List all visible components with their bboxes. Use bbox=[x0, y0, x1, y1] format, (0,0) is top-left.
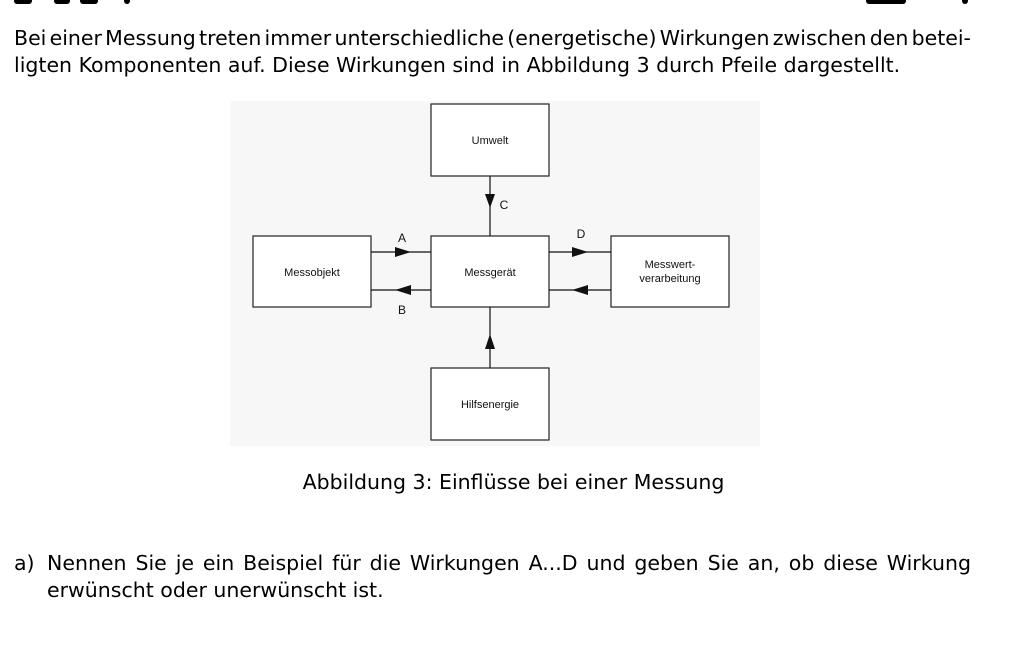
arrow-d bbox=[549, 247, 611, 257]
word: Diese bbox=[272, 53, 330, 77]
word: Pfeile bbox=[720, 53, 778, 77]
box-messobjekt: Messobjekt bbox=[252, 235, 372, 308]
intro-line-1: Bei einer Messung treten immer unterschi… bbox=[14, 25, 971, 52]
task-line-2: erwünscht oder unerwünscht ist. bbox=[47, 578, 384, 602]
word: den bbox=[869, 26, 909, 50]
box-messobjekt-label: Messobjekt bbox=[284, 267, 340, 279]
intro-paragraph: Bei einer Messung treten immer unterschi… bbox=[14, 25, 971, 79]
word: Messung bbox=[105, 26, 196, 50]
box-hilfsenergie: Hilfsenergie bbox=[430, 367, 550, 441]
word: ein bbox=[202, 551, 235, 575]
task-line-1: Nennen Sie je ein Beispiel für die Wirku… bbox=[47, 550, 971, 577]
word: je bbox=[175, 551, 194, 575]
word: immer bbox=[264, 26, 332, 50]
arrow-hilfsenergie bbox=[485, 307, 495, 368]
word: Abbildung bbox=[526, 53, 631, 77]
word: an, bbox=[747, 551, 780, 575]
arrow-c bbox=[485, 176, 495, 236]
box-messwert-label-1: Messwert- bbox=[645, 259, 696, 271]
word: ligten bbox=[14, 53, 73, 77]
word: sind bbox=[452, 53, 495, 77]
word: Beispiel bbox=[243, 551, 324, 575]
word: ob bbox=[788, 551, 815, 575]
word: unterschiedliche bbox=[334, 26, 505, 50]
word: 3 bbox=[636, 53, 650, 77]
word: die bbox=[369, 551, 401, 575]
box-hilfsenergie-label: Hilfsenergie bbox=[461, 399, 519, 411]
word: diese bbox=[823, 551, 878, 575]
arrow-a-label: A bbox=[398, 231, 406, 245]
word: Wirkung bbox=[886, 551, 971, 575]
word: auf. bbox=[227, 53, 266, 77]
intro-line-2: ligten Komponenten auf. Diese Wirkungen … bbox=[14, 52, 971, 79]
word: zwischen bbox=[772, 26, 867, 50]
word: Wirkungen bbox=[336, 53, 446, 77]
word: betei- bbox=[911, 26, 971, 50]
figure-caption: Abbildung 3: Einflüsse bei einer Messung bbox=[302, 470, 725, 494]
word: in bbox=[501, 53, 521, 77]
word: und bbox=[586, 551, 626, 575]
task-a: a) Nennen Sie je ein Beispiel für die Wi… bbox=[14, 550, 971, 604]
word: Wirkungen bbox=[409, 551, 520, 575]
arrow-b bbox=[371, 285, 431, 295]
arrow-b-label: B bbox=[398, 303, 406, 317]
measurement-diagram: Umwelt Messobjekt Messgerät Messwert- ve… bbox=[230, 101, 760, 446]
arrow-feedback bbox=[549, 285, 611, 295]
box-umwelt: Umwelt bbox=[430, 103, 550, 177]
word: Sie bbox=[135, 551, 167, 575]
box-messgeraet: Messgerät bbox=[430, 235, 550, 308]
word: geben bbox=[634, 551, 699, 575]
word: für bbox=[332, 551, 361, 575]
arrow-a bbox=[371, 247, 431, 257]
word: treten bbox=[199, 26, 262, 50]
word: Wirkungen bbox=[659, 26, 770, 50]
box-umwelt-label: Umwelt bbox=[472, 135, 509, 147]
arrow-d-label: D bbox=[577, 227, 586, 241]
word: Komponenten bbox=[78, 53, 222, 77]
word: Sie bbox=[707, 551, 739, 575]
word: dargestellt. bbox=[783, 53, 901, 77]
box-messwertverarbeitung: Messwert- verarbeitung bbox=[610, 235, 730, 308]
word: A...D bbox=[528, 551, 578, 575]
word: Nennen bbox=[47, 551, 127, 575]
task-marker: a) bbox=[14, 551, 35, 575]
arrow-c-label: C bbox=[500, 198, 509, 212]
word: einer bbox=[49, 26, 102, 50]
box-messwert-label-2: verarbeitung bbox=[639, 273, 700, 285]
word: Bei bbox=[14, 26, 47, 50]
box-messgeraet-label: Messgerät bbox=[464, 267, 515, 279]
word: (energetische) bbox=[507, 26, 657, 50]
previous-heading-fragment bbox=[0, 0, 1027, 10]
word: durch bbox=[656, 53, 715, 77]
